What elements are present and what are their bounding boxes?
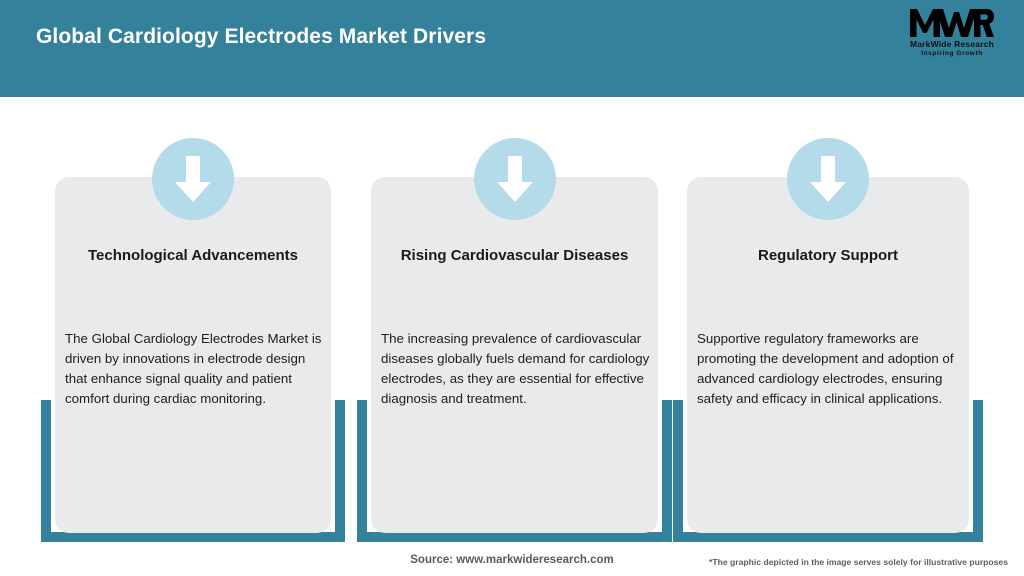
brand-logo: MarkWide Research Inspiring Growth	[898, 8, 1006, 64]
disclaimer-note: *The graphic depicted in the image serve…	[709, 557, 1008, 567]
card-title: Technological Advancements	[87, 247, 299, 264]
card-body-text: Supportive regulatory frameworks are pro…	[697, 331, 954, 406]
card-panel	[55, 177, 331, 533]
drivers-card-row: Technological Advancements The Global Ca…	[0, 97, 1024, 576]
card-body-text: The Global Cardiology Electrodes Market …	[65, 331, 322, 406]
card-title: Regulatory Support	[757, 247, 898, 264]
driver-card-rising-cardiovascular-diseases[interactable]: Rising Cardiovascular Diseases The incre…	[357, 97, 672, 576]
mwr-logo-icon	[898, 8, 1006, 38]
source-label: Source: www.markwideresearch.com	[410, 554, 614, 566]
driver-card-regulatory-support[interactable]: Regulatory Support Supportive regulatory…	[673, 97, 983, 576]
page-title: Global Cardiology Electrodes Market Driv…	[36, 25, 487, 48]
card-panel	[687, 177, 969, 533]
down-arrow-icon	[787, 138, 869, 220]
down-arrow-icon	[152, 138, 234, 220]
logo-company-name: MarkWide Research	[909, 39, 995, 49]
card-body-text: The increasing prevalence of cardiovascu…	[381, 331, 650, 406]
logo-tagline: Inspiring Growth	[921, 50, 983, 57]
card-title: Rising Cardiovascular Diseases	[400, 247, 629, 264]
header-bar: Global Cardiology Electrodes Market Driv…	[0, 0, 1024, 97]
driver-card-technological-advancements[interactable]: Technological Advancements The Global Ca…	[41, 97, 345, 576]
down-arrow-icon	[473, 138, 556, 220]
card-panel	[371, 177, 658, 533]
